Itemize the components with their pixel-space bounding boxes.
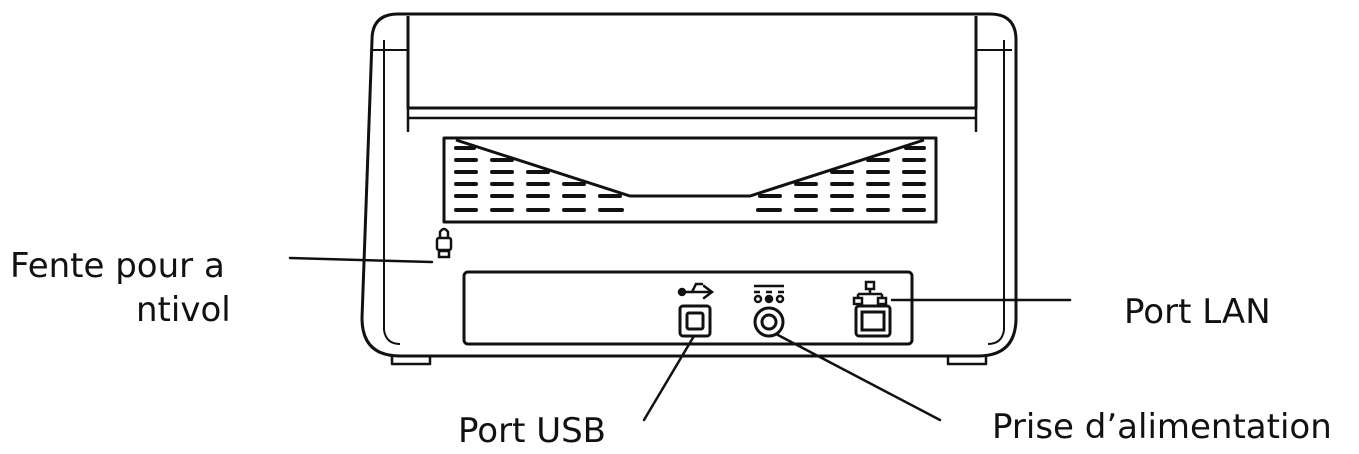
usb-port xyxy=(678,304,712,338)
callout-power-jack: Prise d’alimentation xyxy=(992,407,1332,447)
usb-icon xyxy=(677,282,715,300)
vent-chevron xyxy=(455,138,925,198)
vent-panel xyxy=(442,136,938,224)
power-jack xyxy=(753,306,785,338)
callout-lock-slot-line1: Fente pour a xyxy=(10,246,225,286)
left-foot xyxy=(390,356,432,366)
scanner-body xyxy=(360,12,1018,358)
lan-port xyxy=(854,304,892,338)
power-leader-line xyxy=(774,332,942,422)
lock-leader-line xyxy=(288,256,434,264)
callout-lock-slot-line2: ntivol xyxy=(136,290,231,330)
usb-leader-line xyxy=(642,334,696,422)
lock-icon xyxy=(435,227,453,259)
top-cover xyxy=(406,16,978,110)
feeder-lip xyxy=(406,108,978,132)
body-right-side xyxy=(987,40,1005,345)
dc-power-icon xyxy=(753,284,785,304)
body-left-side xyxy=(383,40,401,345)
network-icon xyxy=(852,280,888,306)
port-panel xyxy=(462,270,914,346)
right-foot xyxy=(946,356,988,366)
vent-slots xyxy=(454,146,926,212)
callout-lan-port: Port LAN xyxy=(1124,292,1271,332)
callout-usb-port: Port USB xyxy=(458,411,607,451)
